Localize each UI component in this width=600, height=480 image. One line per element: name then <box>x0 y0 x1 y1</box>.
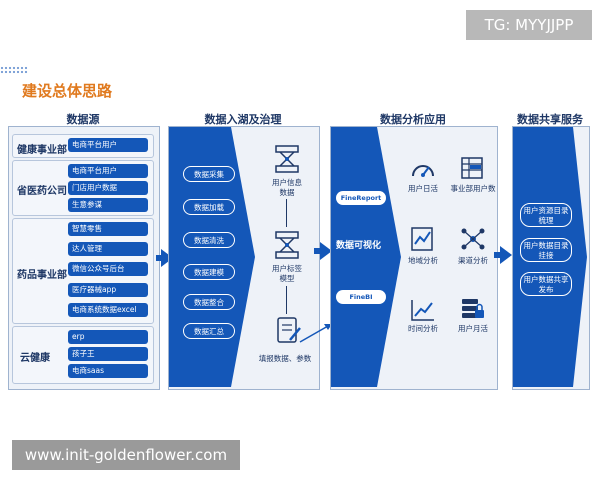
watermark-tg: TG: MYYJJPP <box>466 10 592 40</box>
label-region: 地域分析 <box>408 256 438 265</box>
source-label-drug: 药品事业部 <box>17 270 67 281</box>
source-item: 电商平台用户 <box>68 164 148 178</box>
column-title-sources: 数据源 <box>66 113 100 126</box>
form-fill-icon <box>277 317 301 343</box>
label-time: 时间分析 <box>408 324 438 333</box>
source-item: 电商平台用户 <box>68 138 148 152</box>
flow-arrow <box>320 242 332 260</box>
label-user-tag: 用户标签模型 <box>272 264 302 283</box>
share-item: 用户数据目录挂接 <box>520 238 572 262</box>
watermark-url: www.init-goldenflower.com <box>12 440 240 470</box>
flow-arrow-stem <box>156 255 162 261</box>
source-item: 电商saas <box>68 364 148 378</box>
table-icon <box>461 157 483 179</box>
source-item: 门店用户数据 <box>68 181 148 195</box>
database-lock-icon <box>462 299 484 318</box>
label-visualization: 数据可视化 <box>336 241 382 251</box>
source-item: 达人管理 <box>68 242 148 256</box>
source-label-health: 健康事业部 <box>17 145 67 156</box>
model-network-icon <box>275 231 299 259</box>
connector-line <box>286 199 287 227</box>
source-item: 智慧零售 <box>68 222 148 236</box>
connector-line <box>286 286 287 314</box>
analysis-chevron <box>331 127 401 387</box>
label-user-info: 用户信息数据 <box>272 178 302 197</box>
flow-arrow-stem <box>314 248 322 254</box>
source-label-pharma: 省医药公司 <box>17 186 67 197</box>
source-item: erp <box>68 330 148 344</box>
tool-finereport: FineReport <box>336 191 386 205</box>
trend-chart-icon <box>411 300 434 321</box>
flow-arrow-stem <box>494 252 502 258</box>
model-network-icon <box>275 145 299 173</box>
source-item: 电商系统数据excel <box>68 303 148 317</box>
source-label-cloud: 云健康 <box>20 353 50 364</box>
source-item: 孩子王 <box>68 347 148 361</box>
share-item: 用户数据共享发布 <box>520 272 572 296</box>
source-item: 微信公众号后台 <box>68 262 148 276</box>
column-title-analysis: 数据分析应用 <box>380 113 446 126</box>
ingest-chevron <box>169 127 255 387</box>
channel-network-icon <box>461 228 485 250</box>
ingest-step: 数据整合 <box>183 294 235 310</box>
label-channel: 渠道分析 <box>458 256 488 265</box>
ingest-step: 数据加载 <box>183 199 235 215</box>
tool-finebi: FineBI <box>336 290 386 304</box>
label-mau: 用户月活 <box>458 324 488 333</box>
ingest-step: 数据采集 <box>183 166 235 182</box>
label-fill-data: 填报数据、参数 <box>258 354 312 363</box>
page-title: 建设总体思路 <box>22 82 113 100</box>
share-item: 用户资源目录梳理 <box>520 203 572 227</box>
ingest-step: 数据清洗 <box>183 232 235 248</box>
ingest-step: 数据建模 <box>183 264 235 280</box>
label-dau: 用户日活 <box>408 184 438 193</box>
column-title-sharing: 数据共享服务 <box>517 113 583 126</box>
ingest-step: 数据汇总 <box>183 323 235 339</box>
sharing-chevron <box>513 127 587 387</box>
column-title-ingest: 数据入湖及治理 <box>204 113 282 126</box>
label-division-users: 事业部用户数 <box>450 184 496 193</box>
source-item: 生意参谋 <box>68 198 148 212</box>
map-chart-icon <box>411 227 433 251</box>
flow-arrow <box>500 246 512 264</box>
decor-dots <box>0 66 28 74</box>
source-item: 医疗器械app <box>68 283 148 297</box>
gauge-icon <box>412 165 434 177</box>
